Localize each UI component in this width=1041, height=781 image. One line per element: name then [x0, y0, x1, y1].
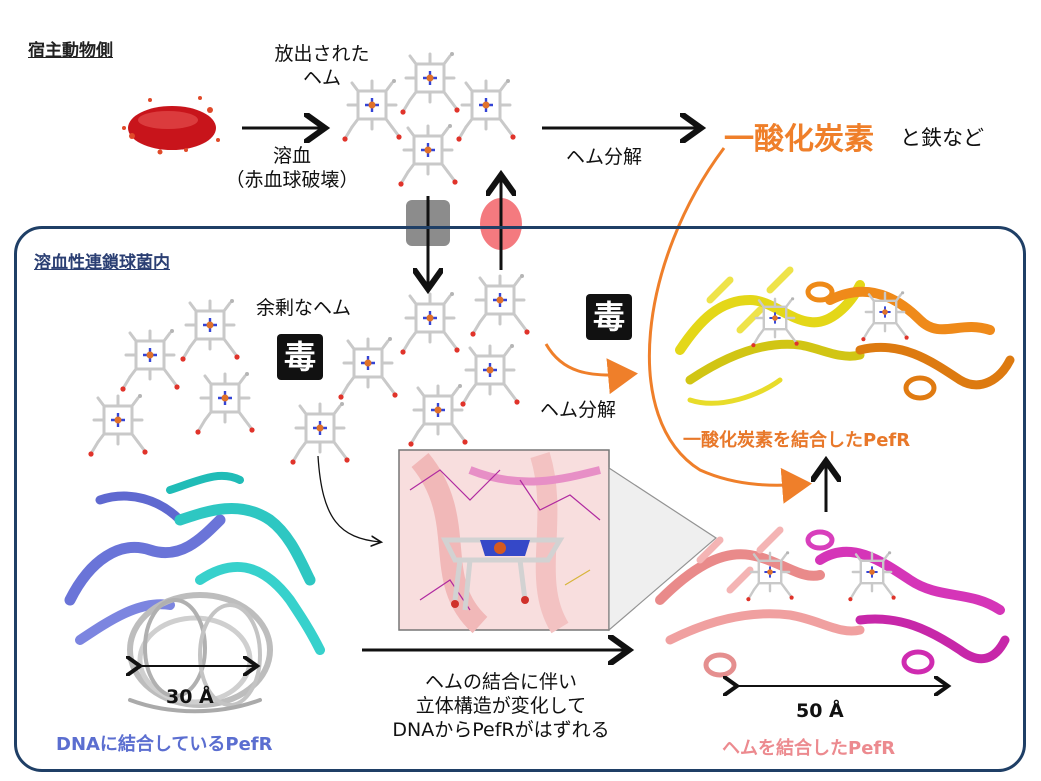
red-blood-cell-icon — [122, 96, 220, 155]
hemolysis-label: 溶血 （赤血球破壊） — [225, 145, 359, 191]
distance-30-label: 30 Å — [166, 686, 214, 708]
toxic-icon-2: 毒 — [586, 294, 632, 340]
pefr-dna-caption: DNAに結合しているPefR — [56, 734, 273, 755]
host-side-label: 宿主動物側 — [28, 41, 113, 61]
pefr-heme-structure — [655, 526, 1010, 678]
heme-binding-zoom — [398, 449, 610, 634]
conformation-change-caption: ヘムの結合に伴い 立体構造が変化して DNAからPefRがはずれる — [392, 671, 610, 741]
pefr-heme-caption: ヘムを結合したPefR — [722, 738, 896, 759]
bacteria-side-label: 溶血性連鎖球菌内 — [34, 253, 170, 273]
bacteria-panel — [14, 226, 1026, 772]
heme-degradation-top-label: ヘム分解 — [566, 146, 643, 168]
carbon-monoxide-label: 一酸化炭素 — [724, 122, 874, 157]
pefr-co-caption: 一酸化炭素を結合したPefR — [683, 430, 911, 451]
excess-heme-label: 余剰なヘム — [256, 297, 352, 319]
heme-degradation-mid-label: ヘム分解 — [540, 399, 617, 421]
distance-50-label: 50 Å — [796, 700, 844, 722]
toxic-icon: 毒 — [277, 334, 323, 380]
released-heme-label: 放出された ヘム — [274, 43, 370, 89]
and-iron-label: と鉄など — [900, 126, 984, 150]
